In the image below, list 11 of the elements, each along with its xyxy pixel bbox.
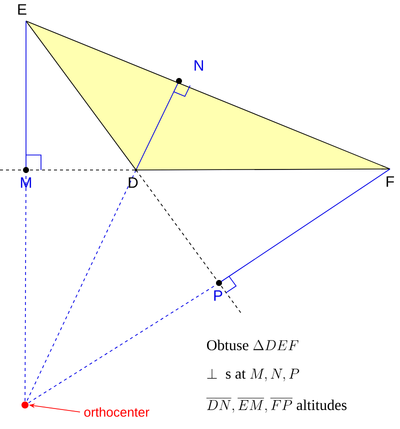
note-text: $\overline{DN},\overline{EM},\overline{FP}\text{ altitudes}$ bbox=[206, 398, 347, 413]
orthocenter-dot bbox=[22, 402, 28, 408]
point-label: D bbox=[128, 177, 138, 188]
point-label: E bbox=[18, 4, 26, 15]
point-label: F bbox=[386, 176, 394, 187]
point-label: P bbox=[214, 290, 222, 301]
note-text: $\text{Obtuse }\Delta DEF$ bbox=[207, 340, 298, 350]
point-label: M bbox=[20, 177, 32, 188]
note-text: $\perp\text{ s at }M,N,P$ bbox=[207, 368, 300, 382]
callout-label: orthocenter bbox=[84, 407, 150, 417]
point-label: N bbox=[194, 60, 203, 71]
